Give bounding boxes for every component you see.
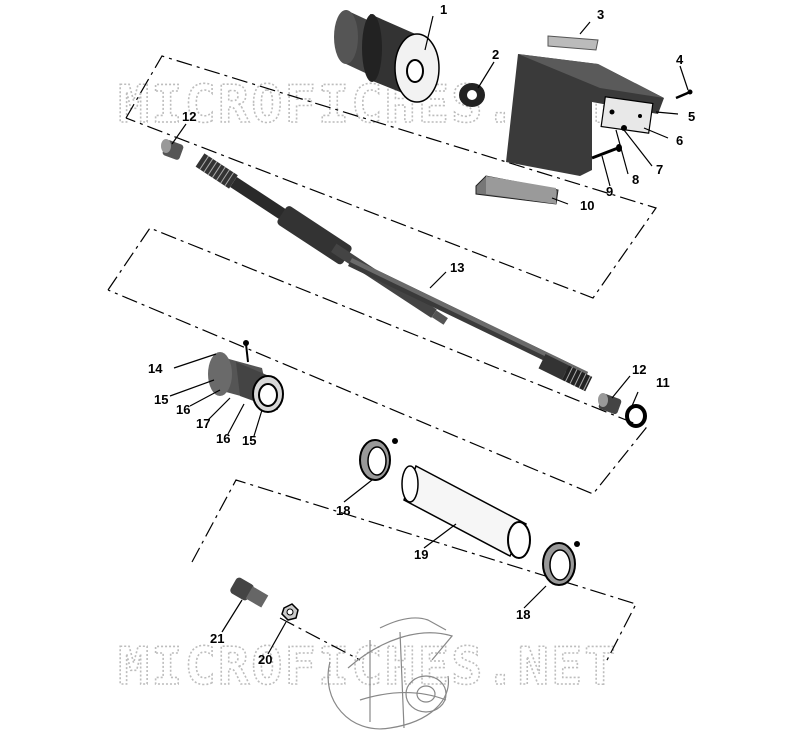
callout-18-top: 18 [336,503,350,518]
callout-4: 4 [676,52,684,67]
callout-10: 10 [580,198,594,213]
o-ring-part [625,404,647,428]
callout-21: 21 [210,631,224,646]
callout-17: 17 [196,416,210,431]
hose-clamp-part-top [359,438,398,481]
impeller-part [327,617,454,730]
callout-12-bottom: 12 [632,362,646,377]
driveshaft-part [195,153,593,392]
sleeve-tube-part [401,464,531,559]
callout-14: 14 [148,361,163,376]
callout-13: 13 [450,260,464,275]
callout-2: 2 [492,47,499,62]
bushing-part-bottom [598,393,622,415]
callout-20: 20 [258,652,272,667]
roller-drum-part [334,10,440,103]
callout-12-top: 12 [182,109,196,124]
watermark-bottom: MICROFICHES.NET [118,637,618,697]
leader-lines [169,15,689,655]
coupler-assembly-part [208,340,284,413]
assembly-boundary-lines [107,55,657,665]
callout-19: 19 [414,547,428,562]
callout-15-right: 15 [242,433,256,448]
callout-7: 7 [656,162,663,177]
callout-5: 5 [688,109,695,124]
callout-9: 9 [606,184,613,199]
callout-3: 3 [597,7,604,22]
bar-part [475,175,559,205]
nut-part [281,603,299,621]
callout-labels: 1 2 3 4 5 6 7 8 9 10 11 12 12 13 14 15 1… [148,2,695,667]
callout-18-bottom: 18 [516,607,530,622]
strip-part [547,35,599,51]
washer-part [459,83,485,107]
housing-cover-part [506,54,664,176]
screw-part [675,89,693,100]
hose-clamp-part-bottom [542,541,580,586]
callout-16-left: 16 [176,402,190,417]
callout-8: 8 [632,172,639,187]
callout-16-right: 16 [216,431,230,446]
bushing-part-top [161,139,184,160]
pin-part [591,144,622,160]
callout-1: 1 [440,2,447,17]
callout-6: 6 [676,133,683,148]
callout-11: 11 [656,375,670,390]
fitting-part [230,577,269,608]
callout-15-left: 15 [154,392,168,407]
